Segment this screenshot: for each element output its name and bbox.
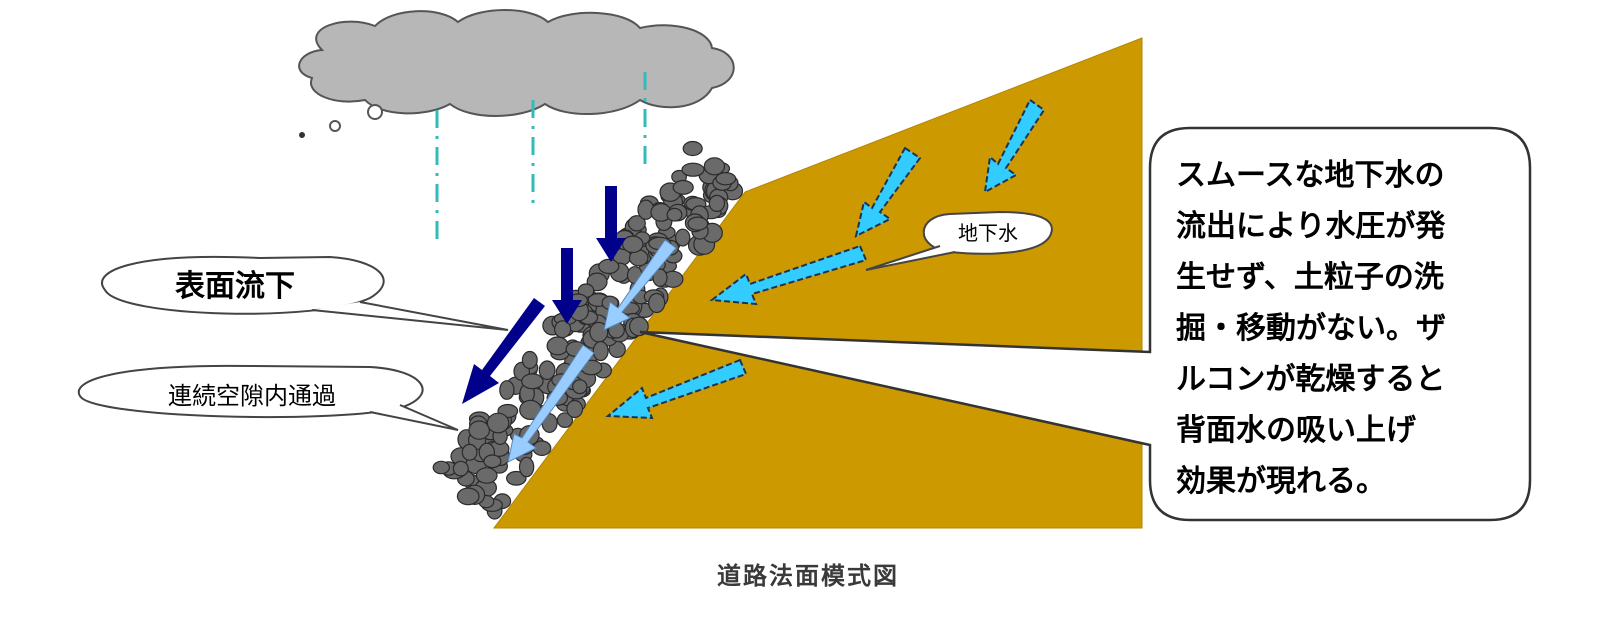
groundwater-arrows xyxy=(605,98,1046,420)
note-callout xyxy=(639,126,1532,522)
gravel-stone xyxy=(681,162,705,177)
void-flow-callout xyxy=(77,364,459,431)
gravel-stone xyxy=(572,379,588,395)
gravel-stone xyxy=(652,268,668,287)
note-line-5: ルコンが乾燥すると xyxy=(1176,362,1445,397)
note-text: スムースな地下水の 流出により水圧が発 生せず、土粒子の洗 掘・移動がない。ザ … xyxy=(1176,158,1446,499)
gravel-stone xyxy=(486,412,510,434)
gravel-stone xyxy=(475,467,498,484)
rain-lines xyxy=(435,72,647,242)
gravel-stone xyxy=(461,443,478,461)
gravel-stone xyxy=(483,454,502,469)
gravel-stone xyxy=(598,258,620,274)
diagram-caption: 道路法面模式図 xyxy=(717,562,899,590)
gravel-stone xyxy=(715,171,737,186)
gravel-stone xyxy=(505,470,527,486)
gravel-stone xyxy=(518,456,535,478)
groundwater-label: 地下水 xyxy=(958,221,1018,245)
void-flow-label: 連続空隙内通過 xyxy=(168,382,336,410)
surface-flow-callout xyxy=(101,255,509,331)
gravel-stone xyxy=(672,179,694,195)
cloud-puff-small xyxy=(299,132,305,138)
gravel-stone xyxy=(566,399,584,419)
gravel-stone xyxy=(456,487,480,506)
gravel-stone xyxy=(648,292,666,314)
note-line-7: 効果が現れる。 xyxy=(1176,464,1386,499)
gravel-stone xyxy=(432,460,450,475)
void-flow-arrows xyxy=(507,239,677,463)
gravel-stone xyxy=(621,235,644,254)
note-line-1: スムースな地下水の xyxy=(1176,158,1445,193)
gravel-stone xyxy=(499,380,515,400)
gravel-stone xyxy=(675,228,691,247)
gravel-stone xyxy=(708,194,726,212)
gravel-stone xyxy=(556,412,574,429)
gravel-stone xyxy=(666,207,683,222)
gravel-stone xyxy=(521,373,544,390)
gravel-stone xyxy=(682,140,703,157)
gravel-stone xyxy=(468,420,490,440)
note-line-4: 掘・移動がない。ザ xyxy=(1176,311,1446,346)
groundwater-callout xyxy=(865,210,1053,271)
cloud-icon xyxy=(298,9,735,117)
cloud-puff-medium xyxy=(329,120,341,132)
gravel-stone xyxy=(521,350,538,370)
note-line-6: 背面水の吸い上げ xyxy=(1176,413,1417,448)
gravel-stone xyxy=(687,216,709,231)
gravel-stone xyxy=(703,157,726,176)
gravel-stone xyxy=(592,340,609,362)
gravel-stone xyxy=(452,460,469,477)
cloud-puff-large xyxy=(367,104,383,120)
gravel-stone xyxy=(553,320,572,339)
surface-flow-label: 表面流下 xyxy=(175,269,295,304)
gravel-stone xyxy=(546,336,569,356)
note-line-2: 流出により水圧が発 xyxy=(1176,209,1446,244)
surface-flow-arrows xyxy=(462,186,626,404)
note-line-3: 生せず、土粒子の洗 xyxy=(1176,260,1444,295)
gravel-stone xyxy=(627,215,646,232)
gravel-stone xyxy=(538,360,556,380)
